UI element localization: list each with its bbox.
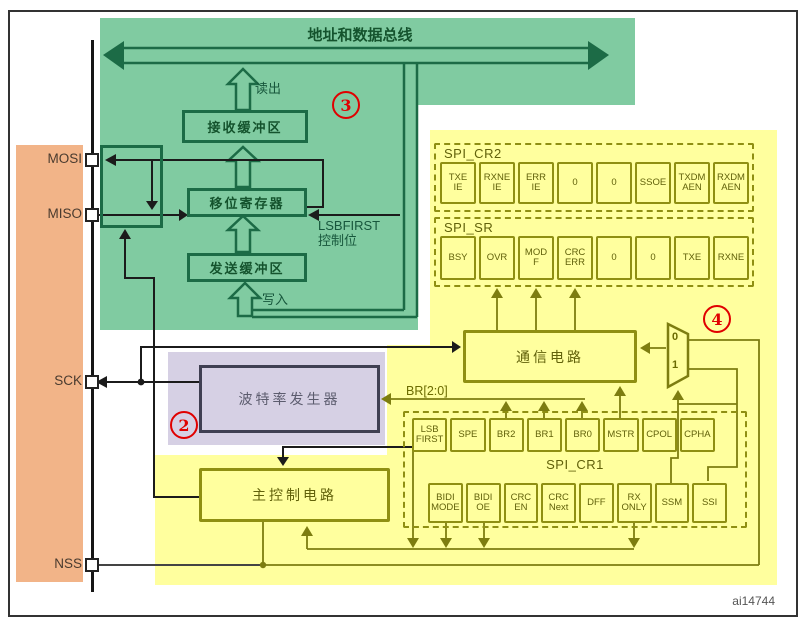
register-bit: TXDM AEN [674,162,710,204]
shift-register-box: 移位寄存器 [187,188,307,217]
register-bit: TXE [674,236,710,280]
register-bit: SSI [692,483,727,523]
register-bit: RX ONLY [616,483,652,523]
register-bit: MSTR [603,418,639,452]
sck-pin-label: SCK [54,373,82,388]
master-control-box: 主控制电路 [199,468,390,522]
mosi-pin-label: MOSI [47,151,82,166]
spi-sr-label: SPI_SR [444,220,494,235]
pin-rail [91,40,94,592]
pin-interface-box [100,145,163,228]
callout-2-baud: 2 [170,411,198,439]
sck-pin [85,375,99,389]
spi-cr1-group [403,411,747,528]
baud-generator-box: 波特率发生器 [199,365,380,433]
br-bus-label: BR[2:0] [406,384,448,398]
register-bit: BIDI MODE [428,483,463,523]
rx-buffer-box: 接收缓冲区 [182,110,308,143]
register-bit: DFF [579,483,614,523]
lsbfirst-control-label: LSBFIRST 控制位 [318,218,381,248]
nss-pin [85,558,99,572]
spi-cr1-label: SPI_CR1 [546,457,604,472]
register-bit: CRC Next [541,483,576,523]
miso-pin-label: MISO [47,206,82,221]
miso-pin [85,208,99,222]
register-bit: SSOE [635,162,671,204]
register-bit: ERR IE [518,162,554,204]
nss-pin-label: NSS [54,556,82,571]
register-bit: CRC EN [503,483,539,523]
spi-cr2-group [434,143,754,212]
comm-circuit-box: 通信电路 [463,330,637,383]
register-bit: BR2 [488,418,524,452]
register-bit: OVR [479,236,515,280]
register-bit: BSY [440,236,476,280]
mosi-pin [85,153,99,167]
register-bit: BR1 [526,418,562,452]
register-bit: TXE IE [440,162,476,204]
register-bit: BIDI OE [465,483,501,523]
read-label: 读出 [255,81,282,96]
write-label: 写入 [262,292,289,307]
figure-border [8,10,798,617]
register-bit: SPE [450,418,486,452]
register-bit: 0 [635,236,671,280]
callout-3-buffers: 3 [332,91,360,119]
register-bit: 0 [596,162,632,204]
figure-id: ai14744 [732,594,775,608]
register-bit: RXNE [713,236,749,280]
register-bit: RXDM AEN [713,162,749,204]
bus-title: 地址和数据总线 [307,27,413,44]
spi-cr2-label: SPI_CR2 [444,146,502,161]
register-bit: RXNE IE [479,162,515,204]
register-bit: SSM [654,483,690,523]
callout-4-mux: 4 [703,305,731,333]
register-bit: LSB FIRST [412,418,448,452]
register-bit: BR0 [565,418,601,452]
tx-buffer-box: 发送缓冲区 [187,253,307,282]
orange-region [16,145,83,582]
register-bit: CRC ERR [557,236,593,280]
mux-input0-label: 0 [672,331,679,343]
spi-sr-group [434,217,754,287]
mux-input1-label: 1 [672,359,679,371]
register-bit: CPHA [679,418,715,452]
register-bit: 0 [596,236,632,280]
register-bit: MOD F [518,236,554,280]
register-bit: CPOL [641,418,677,452]
register-bit: 0 [557,162,593,204]
